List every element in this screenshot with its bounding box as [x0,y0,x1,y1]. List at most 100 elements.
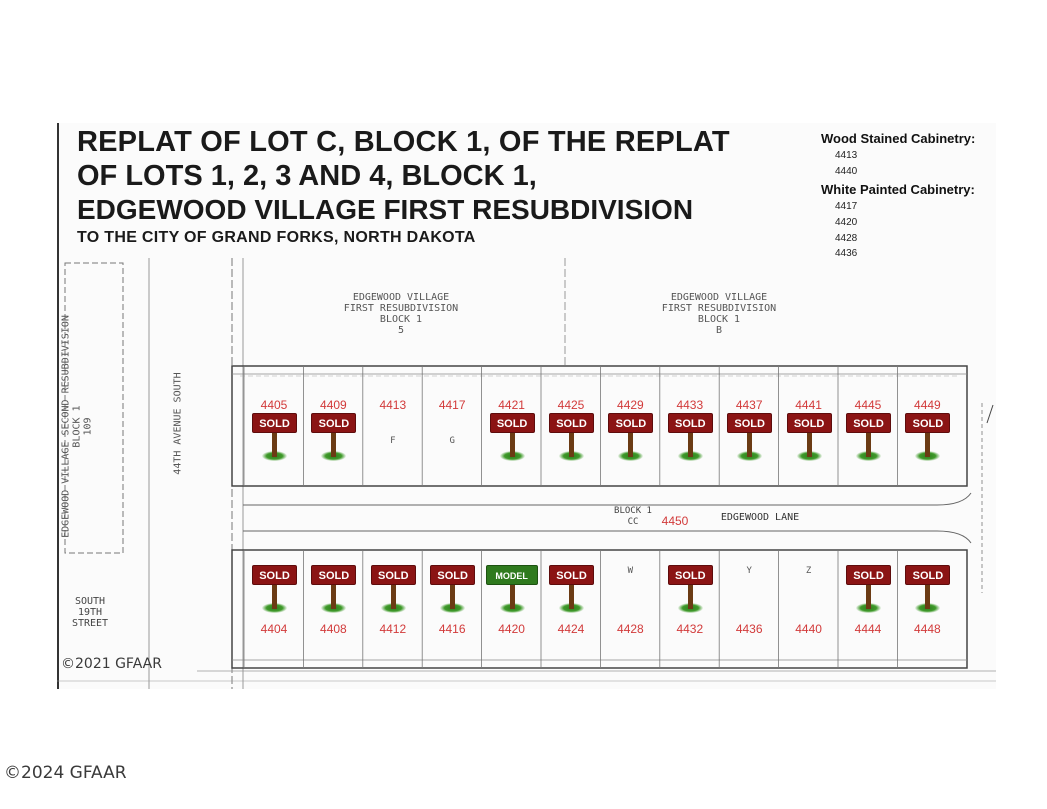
lot-number: 4445 [854,398,882,412]
sign-post [628,433,634,457]
lot-number: 4448 [914,622,941,636]
lane-label: EDGEWOOD LANE [720,512,800,523]
sold-sign: SOLD [252,565,297,613]
sign-label: SOLD [667,565,713,585]
sign-post [569,585,574,609]
sign-post [925,433,931,457]
legend-white-lot: 4436 [835,248,858,259]
lot-number: 4420 [498,622,525,636]
sign-label: SOLD [549,413,594,433]
sold-sign: SOLD [370,565,416,613]
sign-label: SOLD [846,565,891,585]
lot-number: 4416 [438,622,466,636]
sign-label: SOLD [311,565,357,585]
legend-wood-lot: 4440 [835,166,858,177]
sign-post [272,585,277,609]
lot-number: 4441 [795,398,822,412]
lot-number: 4449 [914,398,941,412]
lot-number: 4425 [557,398,585,412]
sign-label: SOLD [786,413,832,433]
plat-subtitle: TO THE CITY OF GRAND FORKS, NORTH DAKOTA [77,229,476,246]
lot-number: 4444 [854,622,882,636]
sold-sign: SOLD [311,565,357,613]
sign-label: SOLD [311,413,357,433]
lot-dividers [243,366,898,668]
sign-label: SOLD [430,565,476,585]
sold-sign: SOLD [667,413,713,461]
sign-label: MODEL [485,565,538,585]
plat-title-line-2: OF LOTS 1, 2, 3 AND 4, BLOCK 1, [77,160,537,192]
sold-sign: SOLD [489,413,535,461]
sign-post [272,433,277,457]
sign-label: SOLD [727,413,773,433]
legend-wood-heading: Wood Stained Cabinetry: [821,131,976,146]
lot-number: 4424 [557,622,585,636]
lot-number: 4440 [795,622,822,636]
legend-white-heading: White Painted Cabinetry: [821,182,975,197]
street-label: SOUTH 19TH STREET [71,596,109,629]
sign-post [509,433,515,457]
sign-post [747,433,753,457]
lot-number: 4436 [735,622,763,636]
lot-letter: G [449,436,455,446]
block-label-right: EDGEWOOD VILLAGE FIRST RESUBDIVISION BLO… [661,292,777,336]
sign-post [509,585,515,609]
sold-sign: SOLD [549,565,594,613]
sign-post [866,433,871,457]
lot-number: 4417 [438,398,466,412]
sign-post [450,585,456,609]
sign-post [331,585,337,609]
sign-label: SOLD [667,413,713,433]
lot-number: 4404 [260,622,288,636]
sign-post [866,585,871,609]
lot-number: 4437 [735,398,763,412]
legend-white-lot: 4417 [835,201,858,212]
sign-label: SOLD [489,413,535,433]
lot-number: 4413 [379,398,407,412]
sold-sign: SOLD [252,413,297,461]
center-block-label: BLOCK 1 CC [614,506,652,527]
sign-post [331,433,337,457]
sign-label: SOLD [905,565,951,585]
plat-title-line-3: EDGEWOOD VILLAGE FIRST RESUBDIVISION [77,194,694,225]
legend-white-lot: 4428 [835,233,858,244]
sold-sign: SOLD [667,565,713,613]
avenue-label: 44TH AVENUE SOUTH [172,372,184,475]
sold-sign: SOLD [311,413,357,461]
lot-number: 4409 [320,398,347,412]
lot-letter: F [390,436,396,446]
copyright: ©2024 GFAAR [4,763,127,783]
sign-post [925,585,931,609]
plat-drawing [57,123,996,689]
sold-sign: SOLD [430,565,476,613]
sign-label: SOLD [905,413,951,433]
lot-letter: W [627,566,634,576]
sold-sign: SOLD [846,565,891,613]
sold-sign: SOLD [608,413,654,461]
lot-number: 4408 [320,622,347,636]
legend-wood-lot: 4413 [835,150,858,161]
legend-white-lot: 4420 [835,217,858,228]
lot-number: 4412 [379,622,407,636]
lot-number: 4433 [676,398,704,412]
sold-sign: SOLD [905,413,951,461]
side-subdivision-label: EDGEWOOD VILLAGE SECOND RESUBDIVISION BL… [60,315,94,538]
sold-sign: SOLD [786,413,832,461]
sign-post [569,433,574,457]
center-lot-number: 4450 [661,514,689,528]
sign-label: SOLD [549,565,594,585]
lot-number: 4421 [498,398,525,412]
sold-sign: SOLD [846,413,891,461]
sold-sign: SOLD [727,413,773,461]
lot-number: 4432 [676,622,704,636]
sign-label: SOLD [846,413,891,433]
lot-letter: Y [746,566,752,576]
sign-label: SOLD [370,565,416,585]
sign-post [390,585,396,609]
model-sign: MODEL [485,565,538,613]
sign-label: SOLD [252,413,297,433]
sign-post [806,433,812,457]
sign-label: SOLD [252,565,297,585]
plat-title-line-1: REPLAT OF LOT C, BLOCK 1, OF THE REPLAT [77,126,730,158]
map-watermark: ©2021 GFAAR [61,656,162,672]
